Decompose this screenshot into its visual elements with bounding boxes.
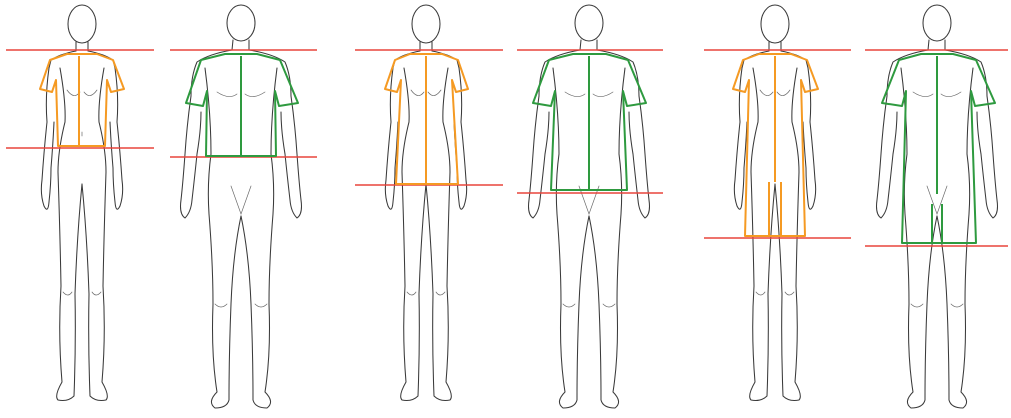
- pair-hip-length: [355, 5, 663, 408]
- pair-waist-length: [6, 5, 317, 408]
- female-figure: [41, 5, 122, 401]
- mens-tee-outline: [186, 54, 298, 156]
- pair-thigh-length: [704, 5, 1008, 408]
- womens-tee-outline: [385, 54, 468, 184]
- mens-tee-outline: [882, 54, 995, 243]
